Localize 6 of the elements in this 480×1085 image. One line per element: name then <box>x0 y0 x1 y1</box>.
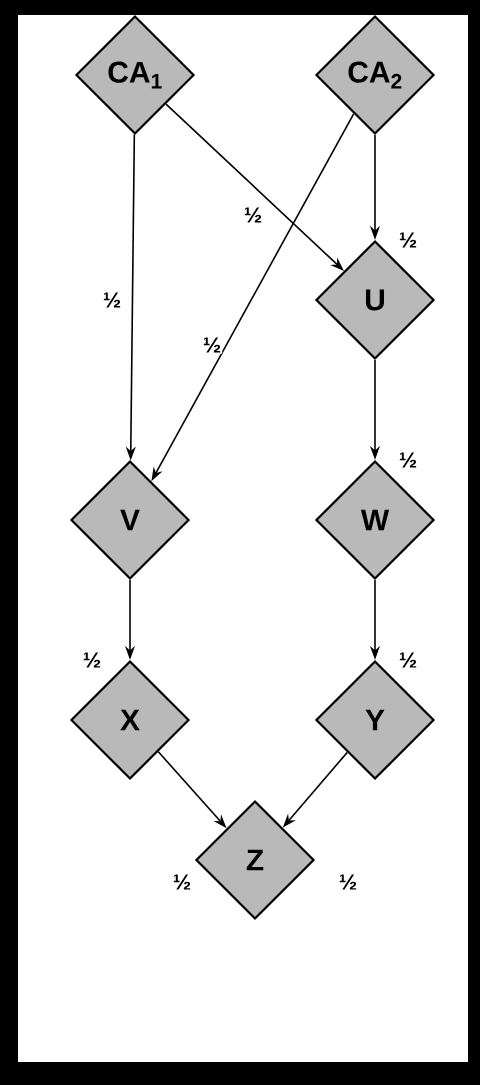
edge-label: ½ <box>171 873 193 891</box>
arrow <box>165 103 344 271</box>
edge-label: ½ <box>242 206 264 224</box>
edge-label: ½ <box>337 873 359 891</box>
edge-label: ½ <box>201 336 223 354</box>
edge-label: ½ <box>101 291 123 309</box>
